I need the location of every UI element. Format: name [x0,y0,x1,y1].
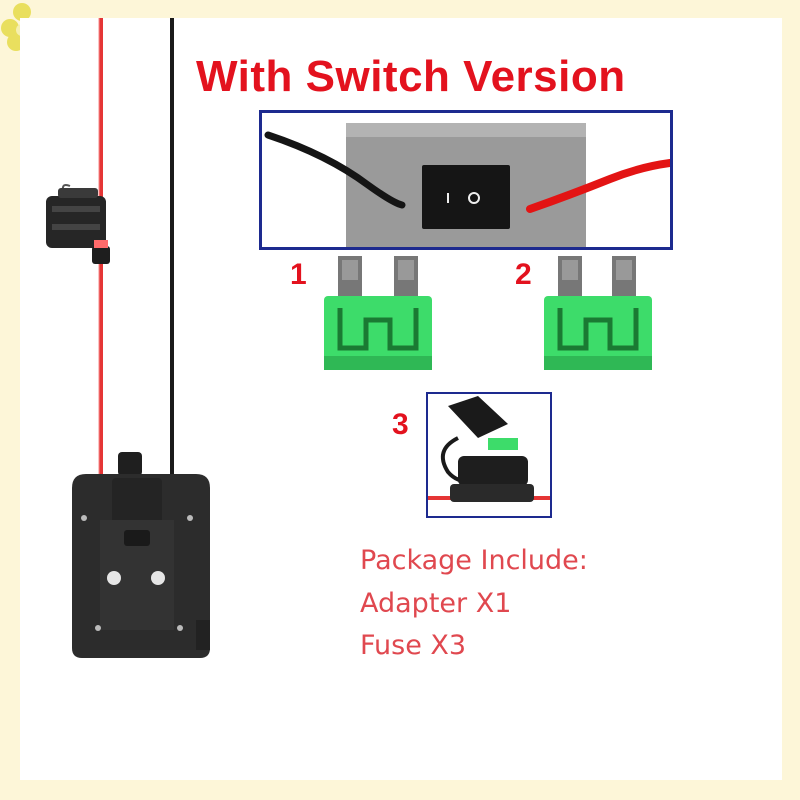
package-item-fuse: Fuse X3 [360,630,467,661]
page-title: With Switch Version [196,52,626,101]
rocker-switch-illustration [264,123,670,247]
fuse-holder-box [426,392,552,518]
battery-adapter-illustration [46,18,210,658]
package-item-adapter: Adapter X1 [360,588,512,619]
blade-fuse-2-icon [544,256,652,370]
fuse-holder-icon [428,396,550,502]
fuse-1-number: 1 [290,258,307,291]
blade-fuse-1-icon [324,256,432,370]
fuse-3-number: 3 [392,408,409,441]
switch-closeup-box [259,110,673,250]
fuse-2-number: 2 [515,258,532,291]
package-heading: Package Include: [360,545,588,576]
